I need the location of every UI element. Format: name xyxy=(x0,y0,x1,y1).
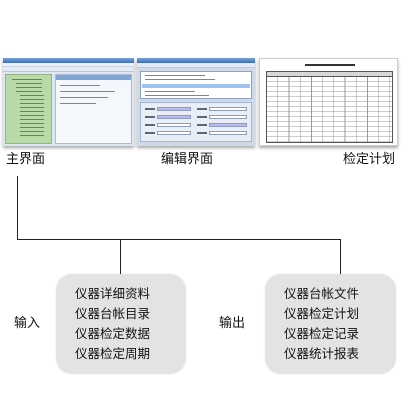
list-item: 仪器统计报表 xyxy=(284,346,360,361)
menu-bar xyxy=(3,63,134,67)
list-item: 仪器详细资料 xyxy=(75,286,151,301)
connector-right-drop xyxy=(340,239,341,275)
edit-interface-screenshot xyxy=(137,58,255,146)
list-item: 仪器检定计划 xyxy=(284,306,360,321)
calibration-plan-caption: 检定计划 xyxy=(343,152,396,167)
output-label: 输出 xyxy=(219,316,246,331)
detail-panel xyxy=(55,74,132,144)
output-box: 仪器台帐文件 仪器检定计划 仪器检定记录 仪器统计报表 xyxy=(265,274,396,374)
list-item: 仪器台帐目录 xyxy=(75,306,151,321)
title-bar xyxy=(137,58,255,63)
output-list: 仪器台帐文件 仪器检定计划 仪器检定记录 仪器统计报表 xyxy=(284,284,359,364)
connector-horizontal xyxy=(17,239,341,240)
record-list xyxy=(140,71,252,99)
title-bar xyxy=(3,58,134,63)
main-interface-screenshot xyxy=(3,58,134,146)
tree-panel xyxy=(5,74,52,144)
input-box: 仪器详细资料 仪器台帐目录 仪器检定数据 仪器检定周期 xyxy=(56,274,186,374)
list-item: 仪器台帐文件 xyxy=(284,286,360,301)
plan-table-header xyxy=(266,71,393,77)
toolbar xyxy=(3,67,134,72)
plan-title-bar xyxy=(305,64,355,66)
list-item: 仪器检定周期 xyxy=(75,346,151,361)
edit-interface-caption: 编辑界面 xyxy=(161,152,214,167)
connector-main-vertical xyxy=(17,176,18,240)
main-interface-caption: 主界面 xyxy=(6,152,46,167)
calibration-plan-screenshot xyxy=(259,58,398,146)
list-item: 仪器检定数据 xyxy=(75,326,151,341)
list-item: 仪器检定记录 xyxy=(284,326,360,341)
connector-left-drop xyxy=(120,239,121,275)
input-list: 仪器详细资料 仪器台帐目录 仪器检定数据 仪器检定周期 xyxy=(75,284,150,364)
input-label: 输入 xyxy=(14,316,41,331)
toolbar xyxy=(137,63,255,68)
edit-form xyxy=(140,102,252,142)
plan-table xyxy=(266,71,393,143)
